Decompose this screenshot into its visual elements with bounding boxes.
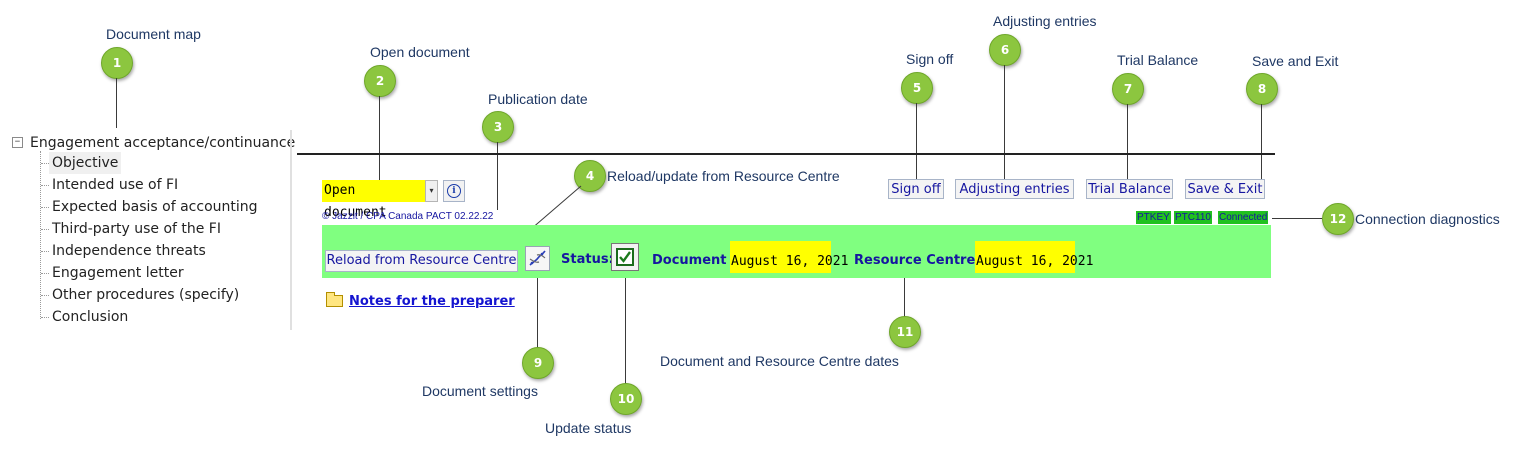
tree-root-label: Engagement acceptance/continuance <box>30 135 296 151</box>
callout-badge-6: 6 <box>989 34 1021 66</box>
callout-connector-5 <box>916 103 917 179</box>
diag-ptc110: PTC110 <box>1174 211 1212 224</box>
save-exit-button[interactable]: Save & Exit <box>1185 179 1265 199</box>
callout-badge-9: 9 <box>522 347 554 379</box>
callout-connector-6 <box>1004 65 1005 179</box>
callout-badge-2: 2 <box>364 65 396 97</box>
tree-guide-tick <box>41 207 49 208</box>
tree-guide <box>40 151 41 319</box>
notes-for-preparer[interactable]: Notes for the preparer <box>326 292 515 310</box>
info-icon: i <box>447 184 461 198</box>
callout-badge-10: 10 <box>610 383 642 415</box>
notes-link[interactable]: Notes for the preparer <box>349 293 515 309</box>
callout-connector-12 <box>1272 218 1322 219</box>
tree-item-independence[interactable]: Independence threats <box>52 243 206 259</box>
tree-item-intended-use[interactable]: Intended use of FI <box>52 177 179 193</box>
tree-guide-tick <box>41 229 49 230</box>
callout-badge-4: 4 <box>574 160 606 192</box>
settings-dna-icon <box>529 250 546 266</box>
callout-connector-8 <box>1261 104 1262 179</box>
callout-connector-10 <box>625 271 626 384</box>
callout-connector-3 <box>497 142 498 210</box>
callout-label-publication-date: Publication date <box>488 91 588 107</box>
publication-date: © Jazzit / CPA Canada PACT 02.22.22 <box>322 211 494 222</box>
resource-centre-date-label: Resource Centre : <box>854 253 985 268</box>
pane-splitter[interactable] <box>290 130 292 330</box>
document-settings-button[interactable] <box>525 246 550 271</box>
document-date-label: Document : <box>652 253 737 268</box>
reload-from-resource-centre-button[interactable]: Reload from Resource Centre <box>325 250 518 272</box>
status-label: Status: <box>561 252 614 267</box>
resource-centre-date-value: August 16, 2021 <box>975 241 1093 273</box>
tree-guide-tick <box>41 251 49 252</box>
folder-icon <box>326 292 343 307</box>
sign-off-button[interactable]: Sign off <box>888 179 944 199</box>
tree-item-objective[interactable]: Objective <box>49 152 122 174</box>
collapse-icon[interactable]: − <box>12 137 23 148</box>
callout-badge-12: 12 <box>1322 203 1354 235</box>
callout-label-update-status: Update status <box>545 420 632 436</box>
callout-label-document-map: Document map <box>106 26 201 42</box>
adjusting-entries-button[interactable]: Adjusting entries <box>955 179 1074 199</box>
callout-badge-7: 7 <box>1112 73 1144 105</box>
checkmark-icon <box>616 248 634 266</box>
tree-guide-tick <box>41 163 49 164</box>
callout-label-dates: Document and Resource Centre dates <box>660 353 899 369</box>
callout-connector-9 <box>537 272 538 348</box>
tree-item-other-procedures[interactable]: Other procedures (specify) <box>52 287 240 303</box>
info-button[interactable]: i <box>443 180 465 202</box>
callout-label-save-exit: Save and Exit <box>1252 53 1339 69</box>
tree-guide-tick <box>41 185 49 186</box>
chevron-down-icon[interactable]: ▾ <box>425 180 438 202</box>
diag-ptkey: PTKEY <box>1136 211 1171 224</box>
diag-connected: Connected <box>1218 211 1269 224</box>
callout-badge-1: 1 <box>101 47 133 79</box>
checkmark-glyph <box>619 251 631 263</box>
callout-connector-11 <box>904 273 905 317</box>
trial-balance-button[interactable]: Trial Balance <box>1086 179 1173 199</box>
callout-connector-7 <box>1127 104 1128 179</box>
callout-label-trial-balance: Trial Balance <box>1117 52 1199 68</box>
callout-label-document-settings: Document settings <box>422 383 538 399</box>
callout-label-adjusting-entries: Adjusting entries <box>993 13 1097 29</box>
document-date-value: August 16, 2021 <box>730 241 848 273</box>
tree-item-engagement-letter[interactable]: Engagement letter <box>52 265 184 281</box>
toolbar-divider <box>297 153 1275 155</box>
tree-item-conclusion[interactable]: Conclusion <box>52 309 129 325</box>
open-document-select[interactable]: Open document <box>322 180 425 220</box>
callout-label-connection-diagnostics: Connection diagnostics <box>1355 211 1500 227</box>
update-status-button[interactable] <box>611 243 639 271</box>
callout-badge-5: 5 <box>901 72 933 104</box>
tree-item-expected-basis[interactable]: Expected basis of accounting <box>52 199 258 215</box>
callout-label-open-document: Open document <box>370 44 470 60</box>
tree-guide-tick <box>41 295 49 296</box>
tree-item-third-party[interactable]: Third-party use of the FI <box>52 221 221 237</box>
callout-badge-3: 3 <box>482 111 514 143</box>
tree-guide-tick <box>41 317 49 318</box>
callout-connector-2 <box>379 96 380 180</box>
callout-label-reload: Reload/update from Resource Centre <box>607 168 840 184</box>
callout-label-sign-off: Sign off <box>906 51 954 67</box>
callout-badge-11: 11 <box>889 316 921 348</box>
callout-connector-1 <box>116 78 117 128</box>
callout-badge-8: 8 <box>1246 73 1278 105</box>
tree-guide-tick <box>41 273 49 274</box>
